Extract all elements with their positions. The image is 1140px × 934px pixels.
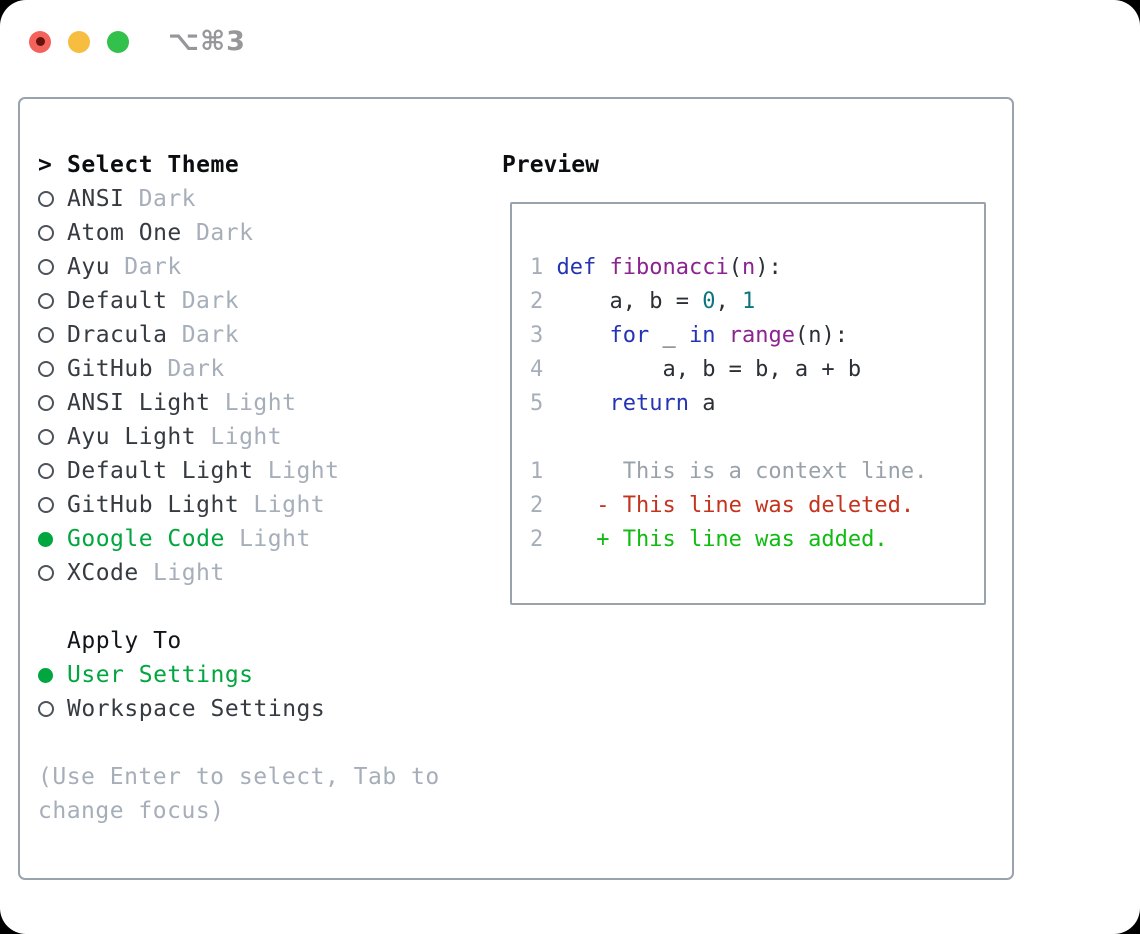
theme-option-ayu-dark[interactable]: Ayu Dark (38, 250, 440, 284)
theme-option-google-code[interactable]: Google Code Light (38, 522, 440, 556)
code-line: 2 a, b = 0, 1 (530, 289, 756, 314)
radio-icon (38, 259, 67, 275)
radio-icon (38, 701, 67, 717)
diff-deleted-line: 2 - This line was deleted. (530, 493, 915, 518)
radio-icon (38, 293, 67, 309)
preview-title: Preview (502, 152, 599, 178)
preview-pane: 1 def fibonacci(n): 2 a, b = 0, 1 3 for … (510, 202, 986, 605)
theme-option-ansi-dark[interactable]: ANSI Dark (38, 182, 440, 216)
code-line: 3 for _ in range(n): (530, 323, 848, 348)
theme-option-github-light[interactable]: GitHub Light Light (38, 488, 440, 522)
theme-picker-panel: > Select Theme ANSI Dark Atom One Dark A… (18, 97, 1014, 880)
theme-option-default-light[interactable]: Default Light Light (38, 454, 440, 488)
radio-icon (38, 565, 67, 581)
code-line: 4 a, b = b, a + b (530, 357, 862, 382)
theme-option-github-dark[interactable]: GitHub Dark (38, 352, 440, 386)
theme-option-default-dark[interactable]: Default Dark (38, 284, 440, 318)
apply-to-header: Apply To (67, 628, 182, 654)
diff-context-line: 1 This is a context line. (530, 459, 928, 484)
radio-icon (38, 395, 67, 411)
diff-added-line: 2 + This line was added. (530, 527, 888, 552)
theme-option-xcode[interactable]: XCode Light (38, 556, 440, 590)
code-line: 5 return a (530, 391, 716, 416)
minimize-button[interactable] (68, 30, 90, 53)
apply-option-user-settings[interactable]: User Settings (38, 658, 440, 692)
radio-icon (38, 497, 67, 513)
radio-selected-icon (38, 531, 67, 547)
help-text: (Use Enter to select, Tab to change focu… (38, 764, 440, 824)
theme-option-ansi-light[interactable]: ANSI Light Light (38, 386, 440, 420)
radio-icon (38, 463, 67, 479)
radio-icon (38, 327, 67, 343)
theme-option-dracula-dark[interactable]: Dracula Dark (38, 318, 440, 352)
theme-list: > Select Theme ANSI Dark Atom One Dark A… (38, 148, 440, 828)
titlebar: ⌥⌘3 (29, 26, 246, 57)
zoom-button[interactable] (107, 30, 129, 53)
window-shortcut-label: ⌥⌘3 (168, 26, 246, 57)
select-theme-title: Select Theme (67, 152, 240, 178)
theme-option-atom-one-dark[interactable]: Atom One Dark (38, 216, 440, 250)
theme-option-ayu-light[interactable]: Ayu Light Light (38, 420, 440, 454)
radio-icon (38, 225, 67, 241)
radio-selected-icon (38, 667, 67, 683)
select-theme-header: > Select Theme (38, 148, 440, 182)
code-line: 1 def fibonacci(n): (530, 255, 782, 280)
close-button[interactable] (29, 30, 51, 53)
apply-option-workspace-settings[interactable]: Workspace Settings (38, 692, 440, 726)
radio-icon (38, 191, 67, 207)
code-line-blank (530, 421, 984, 455)
radio-icon (38, 361, 67, 377)
prompt-icon: > (38, 152, 53, 178)
unsaved-dot-icon (35, 37, 45, 46)
radio-icon (38, 429, 67, 445)
